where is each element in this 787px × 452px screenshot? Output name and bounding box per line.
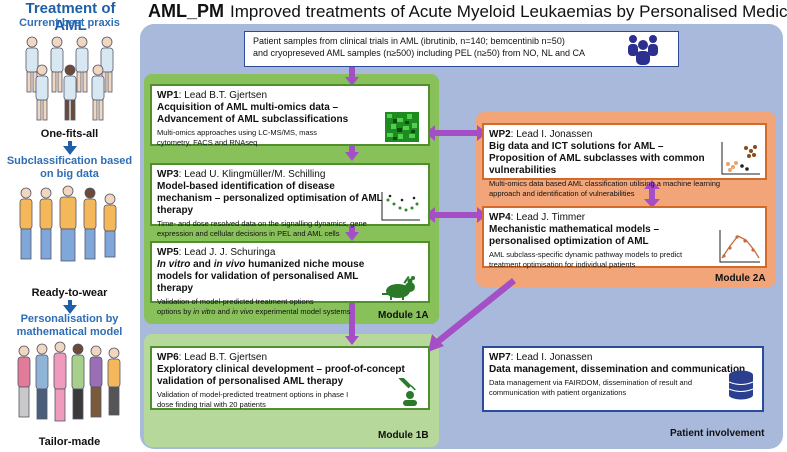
mouse-icon [382, 276, 415, 300]
wp5-id: WP5 [157, 247, 179, 258]
wp5-title-b: and [190, 259, 214, 270]
wp2-header: WP2: Lead I. Jonassen [489, 129, 760, 140]
wp5-desc-c: in vitro [193, 306, 216, 316]
arrow-samples-wp1-head [345, 77, 359, 86]
dose-response-plot-icon [381, 192, 420, 221]
database-icon [728, 370, 754, 400]
wp5-box: WP5: Lead J. J. Schuringa In vitro and i… [150, 241, 430, 316]
wp1-box: WP1: Lead B.T. Gjertsen Acquisition of A… [150, 84, 430, 147]
wp2-description: Multi-omics data based AML classificatio… [489, 179, 721, 198]
wp6-description: Validation of model-predicted treatment … [157, 390, 349, 409]
wp6-lead: : Lead B.T. Gjertsen [178, 352, 268, 363]
one-fits-all-people-figure [25, 36, 114, 121]
module-1a-label: Module 1A [378, 310, 429, 321]
model-fit-plot-icon [719, 230, 760, 263]
arrow-module2a-wp6 [428, 278, 516, 352]
arrow-wp5-wp6-shaft [349, 303, 355, 337]
page-title: AML_PM Improved treatments of Acute Myelo… [148, 1, 787, 22]
wp3-title: Model-based identification of disease me… [157, 181, 383, 216]
arrow-wp3-wp5-shaft [349, 226, 355, 234]
arrow-wp3-wp5-head [345, 232, 359, 241]
wp3-box: WP3: Lead U. Klingmüller/M. Schilling Mo… [150, 163, 430, 238]
wp2-id: WP2 [489, 129, 511, 140]
module-2a-label: Module 2A [715, 273, 766, 284]
wp5-desc-b: options by [157, 306, 194, 316]
wp7-description: Data management via FAIRDOM, disseminati… [489, 378, 693, 397]
patient-samples-line-2: and cryopreseved AML samples (n≥500) inc… [253, 48, 586, 58]
stage-arrow-head-2 [63, 305, 77, 314]
left-title: Treatment of AML [25, 0, 116, 34]
stage2-title: Subclassification based on big data [6, 155, 133, 180]
project-subtitle: Improved treatments of Acute Myeloid Leu… [230, 2, 787, 21]
stage-arrow-head-1 [63, 146, 77, 155]
wp2-title: Big data and ICT solutions for AML – Pro… [489, 141, 705, 176]
wp7-id: WP7 [489, 352, 511, 363]
wp5-description: Validation of model-predicted treatment … [157, 297, 387, 316]
patient-samples-line-1: Patient samples from clinical trials in … [253, 36, 565, 46]
wp4-header: WP4: Lead J. Timmer [489, 212, 760, 223]
wp1-lead: : Lead B.T. Gjertsen [178, 90, 268, 101]
arrow-wp1-wp3-shaft [349, 146, 355, 154]
stage1-caption: One-fits-all [40, 128, 99, 140]
wp6-id: WP6 [157, 352, 179, 363]
project-name: AML_PM [148, 1, 224, 21]
heatmap-icon [385, 112, 419, 142]
wp5-title-c: in vivo [213, 259, 246, 270]
wp6-header: WP6: Lead B.T. Gjertsen [157, 352, 423, 363]
wp5-title: In vitro and in vivo humanized niche mou… [157, 259, 392, 295]
wp6-title: Exploratory clinical development – proof… [157, 364, 405, 387]
arrow-samples-wp1-shaft [349, 67, 355, 79]
stage-arrow-shaft-2 [68, 300, 72, 306]
wp5-title-a: In vitro [157, 259, 191, 270]
wp5-lead: : Lead J. J. Schuringa [178, 247, 276, 258]
wp5-desc-e: in vivo [232, 306, 254, 316]
wp5-header: WP5: Lead J. J. Schuringa [157, 247, 423, 258]
wp6-box: WP6: Lead B.T. Gjertsen Exploratory clin… [150, 346, 430, 410]
wp1-id: WP1 [157, 90, 179, 101]
arrow-wp2-wp4 [644, 180, 660, 208]
wp5-desc-f: experimental model systems [253, 306, 351, 316]
wp4-title: Mechanistic mathematical models – person… [489, 224, 660, 247]
wp2-lead: : Lead I. Jonassen [510, 129, 593, 140]
wp4-id: WP4 [489, 212, 511, 223]
wp3-description: Time- and dose resolved data on the sign… [157, 219, 367, 238]
wp7-box: WP7: Lead I. Jonassen Data management, d… [482, 346, 764, 412]
wp1-title: Acquisition of AML multi-omics data – Ad… [157, 102, 349, 125]
wp1-header: WP1: Lead B.T. Gjertsen [157, 90, 423, 101]
patient-samples-box: Patient samples from clinical trials in … [244, 31, 679, 67]
stage3-caption: Tailor-made [38, 436, 101, 448]
wp5-desc-line1: Validation of model-predicted treatment … [157, 297, 314, 306]
wp7-header: WP7: Lead I. Jonassen [489, 352, 757, 363]
wp5-title-d: humanized niche mouse models for validat… [157, 259, 365, 294]
stage2-caption: Ready-to-wear [31, 287, 108, 299]
wp3-header: WP3: Lead U. Klingmüller/M. Schilling [157, 169, 423, 180]
wp4-lead: : Lead J. Timmer [510, 212, 586, 223]
wp1-description: Multi-omics approaches using LC-MS/MS, m… [157, 128, 318, 147]
arrows-module1a-module2a [425, 125, 487, 223]
patient-syringe-icon [398, 378, 417, 406]
wp2-box: WP2: Lead I. Jonassen Big data and ICT s… [482, 123, 767, 198]
wp7-lead: : Lead I. Jonassen [510, 352, 593, 363]
tailor-made-people-figure [17, 341, 121, 422]
module-1b-label: Module 1B [378, 430, 429, 441]
patient-involvement-label: Patient involvement [670, 428, 765, 439]
ready-to-wear-people-figure [19, 185, 117, 262]
wp3-lead: : Lead U. Klingmüller/M. Schilling [178, 169, 326, 180]
wp3-id: WP3 [157, 169, 179, 180]
arrow-wp5-wp6-head [345, 336, 359, 345]
wp7-title: Data management, dissemination and commu… [489, 364, 746, 375]
wp5-desc-d: and [215, 306, 233, 316]
clustering-icon [721, 142, 760, 175]
wp5-desc-line2: options by in vitro and in vivo experime… [157, 307, 387, 317]
stage1-title: Current best praxis [19, 17, 120, 29]
arrow-wp1-wp3-head [345, 152, 359, 161]
patient-group-icon [628, 35, 658, 65]
stage3-title: Personalisation by mathematical model [16, 313, 123, 338]
wp4-description: AML subclass-specific dynamic pathway mo… [489, 250, 683, 269]
stage-arrow-shaft-1 [68, 141, 72, 147]
